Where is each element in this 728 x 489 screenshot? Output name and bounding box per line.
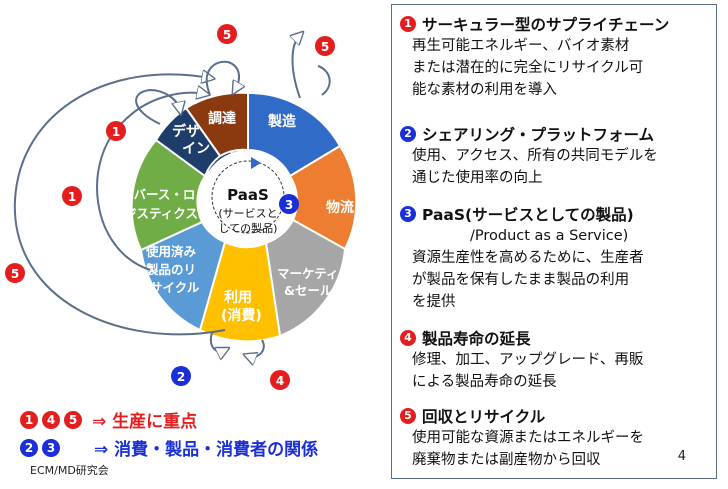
label-use-2: (消費)	[221, 307, 262, 324]
credit-text: ECM/MD研究会	[30, 464, 109, 477]
label-recycle-1: 使用済み	[145, 244, 197, 259]
arrow-design-loop	[135, 88, 180, 125]
item-5-title-row: 5 回収とリサイクル	[400, 405, 712, 427]
marker-5-left: 5	[5, 263, 25, 283]
item-3: 3 PaaS(サービスとしての製品) /Product as a Service…	[400, 203, 712, 313]
center-circle	[201, 150, 295, 244]
legend-num-5: 5	[64, 410, 82, 429]
label-reverse-1: リバース・ロ	[121, 187, 195, 202]
arrow-top-right-curl	[317, 65, 331, 96]
arrow-bottom-right	[248, 339, 265, 357]
marker-2-bottom: 2	[171, 366, 191, 386]
svg-text:1: 1	[112, 125, 120, 139]
item-1-title: サーキュラー型のサプライチェーン	[422, 16, 670, 34]
segment-recycle	[139, 220, 227, 332]
legend-num-4: 4	[42, 410, 60, 429]
svg-text:5: 5	[321, 40, 329, 54]
label-use-1: 利用	[224, 289, 252, 306]
item-3-num: 3	[400, 206, 416, 222]
label-design-2: イン	[182, 141, 210, 157]
item-2-body: 使用、アクセス、所有の共同モデルを 通じた使用率の向上	[412, 148, 658, 186]
item-3-title-row: 3 PaaS(サービスとしての製品)	[400, 203, 712, 225]
item-4-body: 修理、加工、アップグレード、再販 による製品寿命の延長	[412, 352, 644, 390]
item-5-num: 5	[400, 408, 416, 424]
item-1-num: 1	[400, 16, 416, 32]
item-1-body: 再生可能エネルギー、バイオ素材 または潜在的に完全にリサイクル可 能な素材の利用…	[412, 38, 644, 98]
label-marketing-1: マーケティング	[277, 266, 364, 281]
item-4-num: 4	[400, 330, 416, 346]
item-5: 5 回収とリサイクル 使用可能な資源またはエネルギーを 廃棄物または副産物から回…	[400, 405, 712, 471]
legend-production: 1 4 5 ⇒ 生産に重点	[20, 407, 197, 432]
item-3-body: 資源生産性を高めるために、生産者 が製品を保有したまま製品の利用 を提供	[412, 250, 644, 310]
marker-1-design: 1	[106, 121, 126, 141]
arrow-bottom-left	[209, 332, 225, 351]
legend-production-text: ⇒ 生産に重点	[92, 412, 198, 432]
marker-5-top-right: 5	[315, 36, 335, 56]
arrow-top-right-loop	[293, 35, 301, 99]
legend-consumption: 2 3 ⇒ 消費・製品・消費者の関係	[20, 435, 318, 460]
item-4-title: 製品寿命の延長	[422, 330, 531, 348]
marker-3-center: 3	[279, 194, 299, 214]
label-recycle-3: サイクル	[150, 280, 200, 295]
svg-text:4: 4	[276, 374, 284, 388]
marker-1-outer: 1	[62, 186, 82, 206]
svg-text:5: 5	[223, 28, 231, 42]
arrow-top-left-loop	[205, 60, 239, 95]
marker-4-bottom: 4	[270, 370, 290, 390]
label-logistics: 物流	[326, 199, 354, 216]
label-recycle-2: 製品のリ	[145, 262, 196, 277]
label-manufacturing: 製造	[267, 113, 296, 130]
item-2-num: 2	[400, 126, 416, 142]
svg-text:3: 3	[285, 198, 293, 212]
item-5-title: 回収とリサイクル	[422, 408, 546, 426]
play-icon	[251, 157, 261, 169]
label-marketing-2: &セールス	[284, 283, 345, 298]
center-title: PaaS	[227, 186, 269, 204]
item-1: 1 サーキュラー型のサプライチェーン 再生可能エネルギー、バイオ素材 または潜在…	[400, 13, 712, 101]
explanation-panel: 1 サーキュラー型のサプライチェーン 再生可能エネルギー、バイオ素材 または潜在…	[391, 4, 717, 479]
svg-text:5: 5	[11, 267, 19, 281]
legend-num-2: 2	[20, 438, 38, 457]
legend-num-3: 3	[42, 438, 60, 457]
page-number: 4	[677, 449, 686, 464]
item-2-title-row: 2 シェアリング・プラットフォーム	[400, 123, 712, 145]
legend-consumption-text: ⇒ 消費・製品・消費者の関係	[94, 440, 319, 460]
center-sub-2: しての製品)	[219, 221, 278, 235]
marker-5-top-left: 5	[217, 24, 237, 44]
legend-num-1: 1	[20, 410, 38, 429]
item-4: 4 製品寿命の延長 修理、加工、アップグレード、再販 による製品寿命の延長	[400, 327, 712, 393]
center-sub-1: (サービスと	[218, 207, 277, 220]
item-3-title2: /Product as a Service)	[470, 228, 629, 244]
item-5-body: 使用可能な資源またはエネルギーを 廃棄物または副産物から回収	[412, 430, 644, 468]
label-procurement: 調達	[208, 110, 236, 127]
item-2: 2 シェアリング・プラットフォーム 使用、アクセス、所有の共同モデルを 通じた使…	[400, 123, 712, 189]
item-2-title: シェアリング・プラットフォーム	[422, 126, 655, 144]
svg-text:1: 1	[68, 190, 76, 204]
segment-reverse	[130, 138, 207, 252]
segment-marketing	[264, 218, 347, 338]
cycle-ring	[130, 91, 358, 343]
item-3-title: PaaS(サービスとしての製品)	[422, 206, 634, 224]
segment-design-main	[154, 106, 222, 178]
svg-text:2: 2	[177, 370, 185, 384]
item-4-title-row: 4 製品寿命の延長	[400, 327, 712, 349]
label-design-1: デザ	[172, 123, 200, 140]
item-1-title-row: 1 サーキュラー型のサプライチェーン	[400, 13, 712, 35]
label-reverse-2: ジスティクス	[124, 206, 198, 221]
arrow-outer-big	[13, 74, 226, 336]
